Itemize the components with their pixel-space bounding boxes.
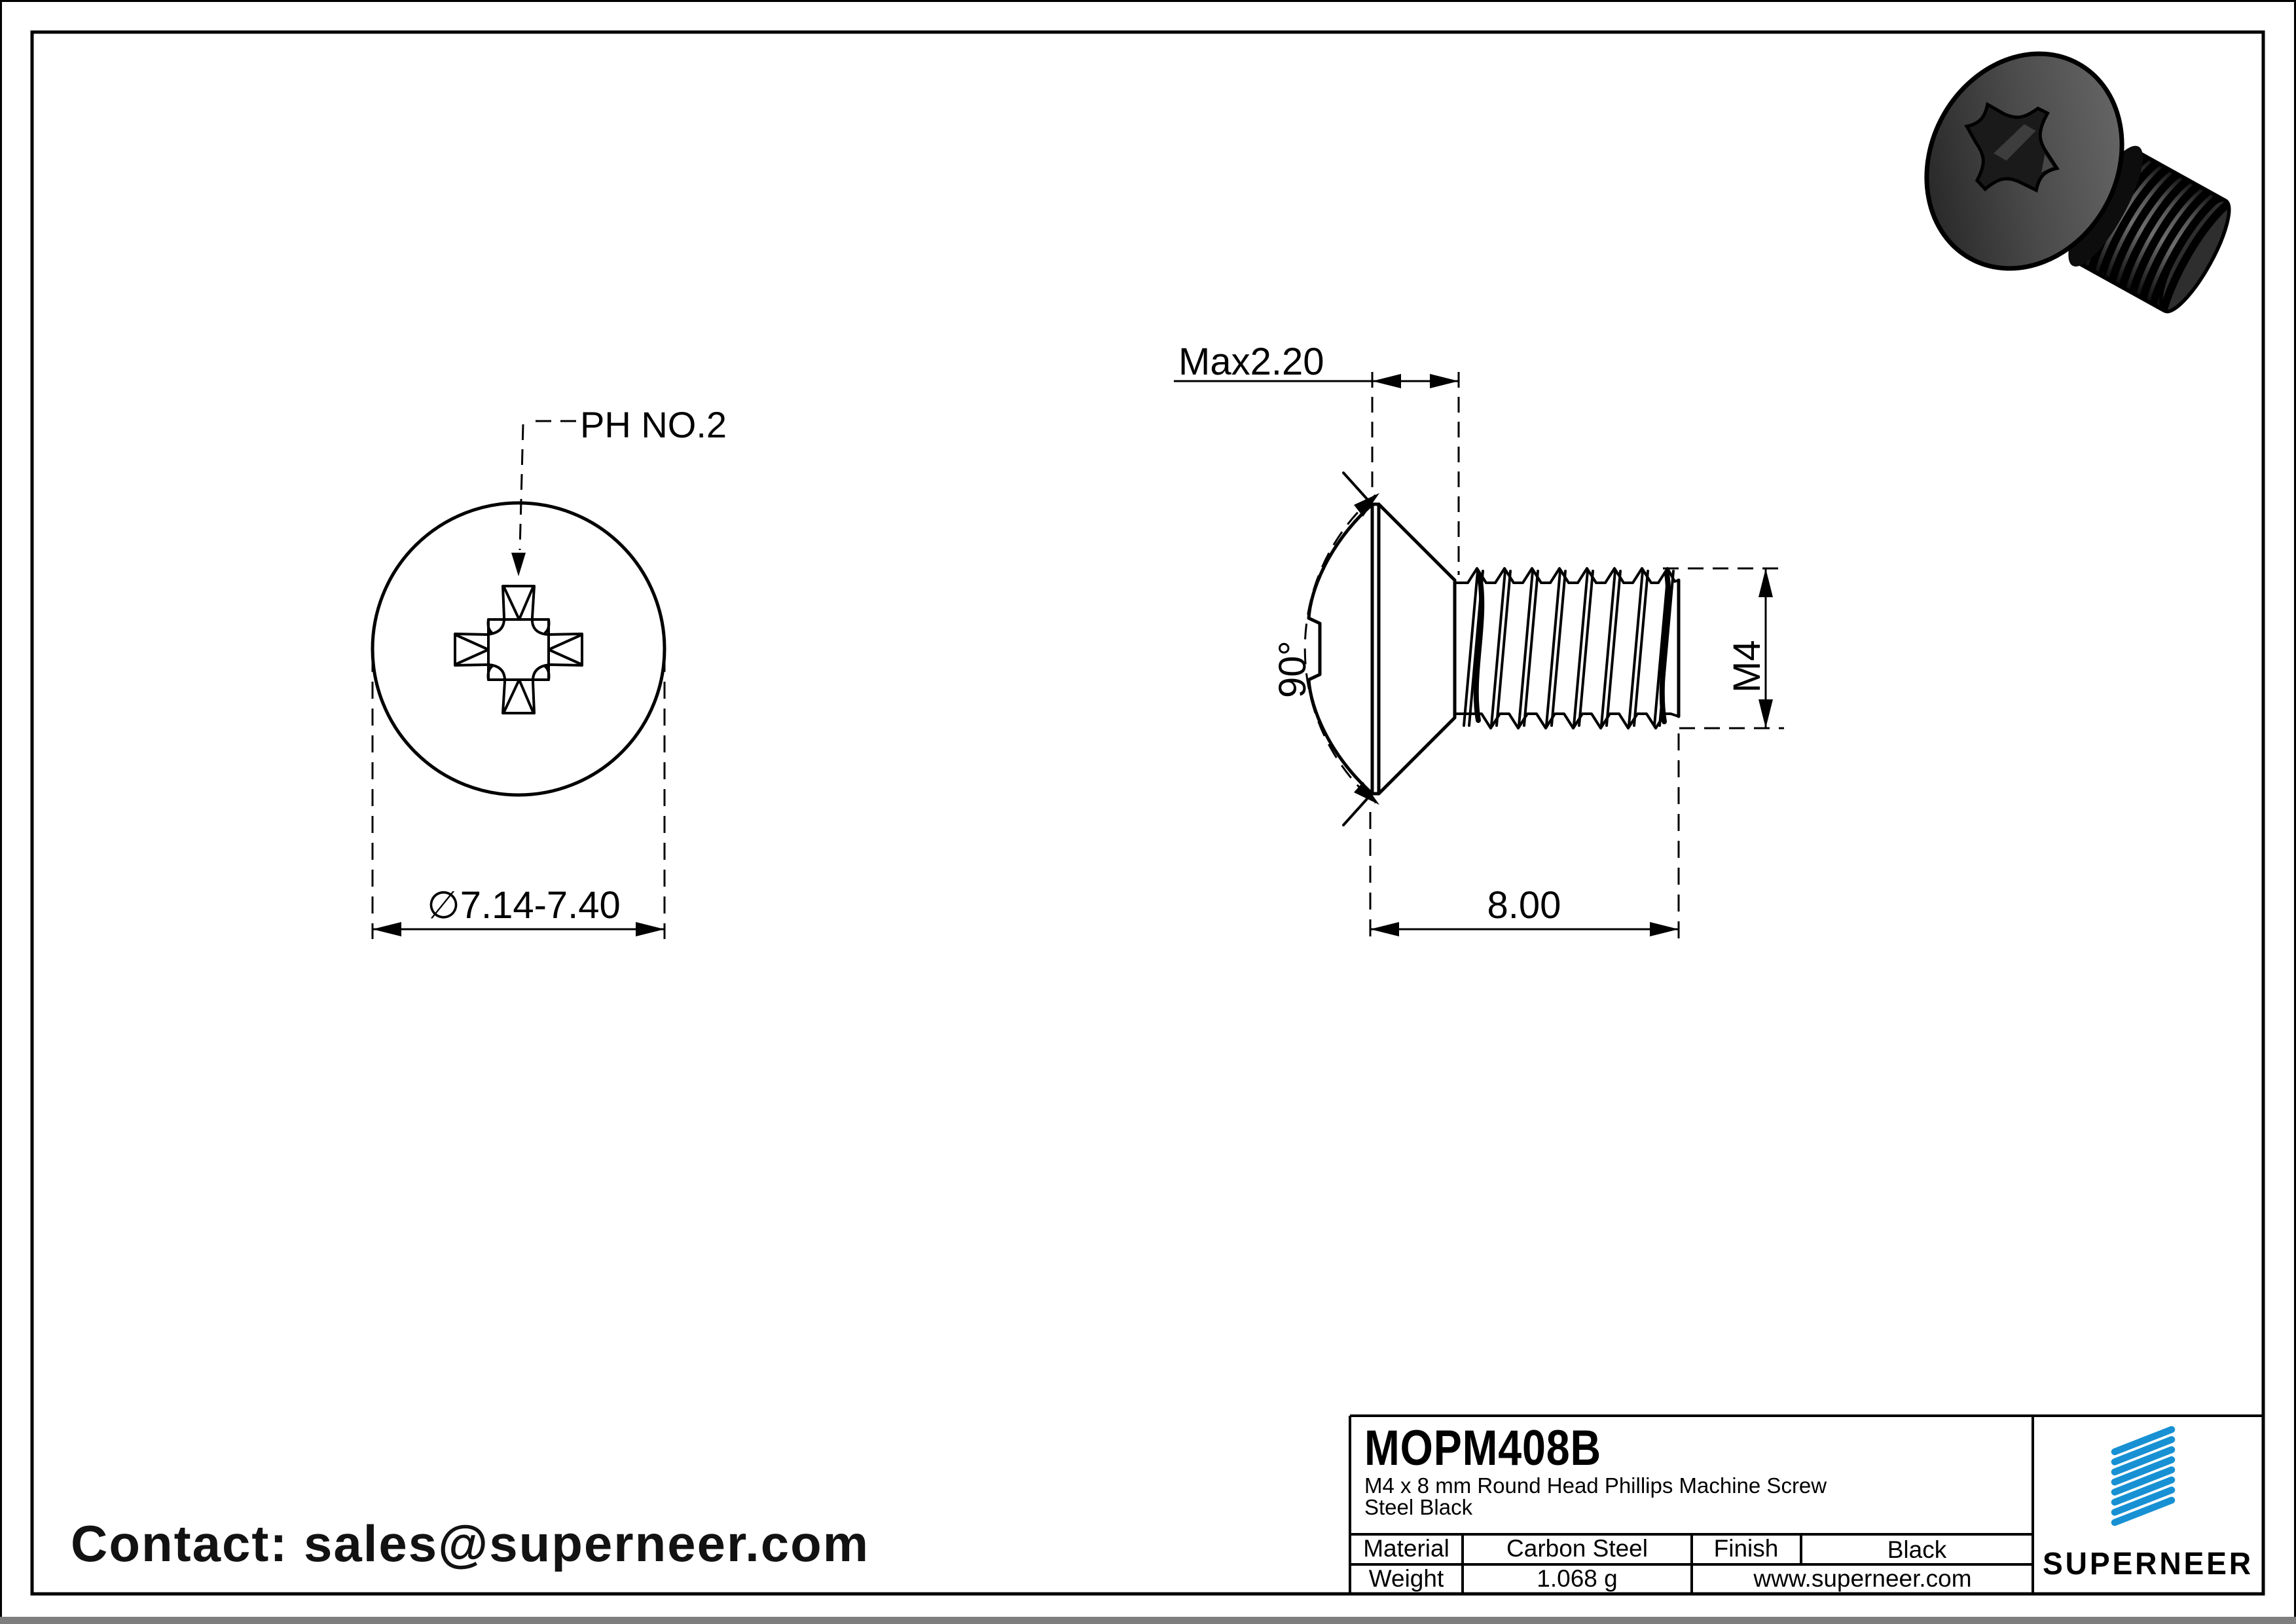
screw-3d-render (1924, 51, 2231, 314)
screw-3d-phillips (1964, 101, 2060, 193)
dim-overall-length: 8.00 (1369, 733, 1680, 939)
recess-label: PH NO.2 (580, 404, 727, 445)
footer-gray-strip (0, 1617, 2296, 1624)
weight-label: Weight (1369, 1565, 1444, 1592)
head-height-text: Max2.20 (1178, 341, 1324, 383)
screw-head-side (1307, 502, 1457, 796)
threaded-shank (1453, 567, 1681, 729)
leader-arrowhead (511, 553, 526, 576)
dim-head-diameter: ∅7.14-7.40 (371, 655, 666, 939)
part-description-line2: Steel Black (1364, 1495, 1473, 1519)
recess-leader (511, 420, 576, 576)
thread-size-text: M4 (1726, 640, 1768, 693)
superneer-logo-icon (2111, 1426, 2176, 1526)
material-value: Carbon Steel (1506, 1535, 1648, 1562)
drawing-frame (30, 30, 2265, 1596)
dim-head-height: Max2.20 (1174, 341, 1460, 575)
title-block: MOPM408B M4 x 8 mm Round Head Phillips M… (1349, 1414, 2263, 1594)
part-description-line1: M4 x 8 mm Round Head Phillips Machine Sc… (1364, 1473, 1827, 1498)
contact-info: Contact: sales@superneer.com (71, 1515, 869, 1572)
material-label: Material (1363, 1535, 1449, 1562)
weight-value: 1.068 g (1537, 1565, 1617, 1592)
dim-thread-size: M4 (1663, 567, 1784, 729)
finish-value: Black (1887, 1536, 1947, 1563)
screw-head-outline (371, 501, 666, 797)
brand-name: SUPERNEER (2043, 1547, 2253, 1581)
head-diameter-text: ∅7.14-7.40 (427, 884, 621, 927)
front-view-drawing: PH NO.2 ∅7.14-7.40 (371, 404, 727, 939)
phillips-recess (454, 585, 583, 714)
side-view-drawing: Max2.20 90° M4 8.00 (1174, 341, 1784, 939)
finish-label: Finish (1714, 1535, 1779, 1562)
website-link[interactable]: www.superneer.com (1753, 1565, 1971, 1592)
overall-length-text: 8.00 (1487, 884, 1561, 927)
part-number: MOPM408B (1364, 1420, 1601, 1476)
countersink-angle-text: 90° (1271, 640, 1314, 698)
dim-countersink-angle: 90° (1271, 471, 1379, 826)
